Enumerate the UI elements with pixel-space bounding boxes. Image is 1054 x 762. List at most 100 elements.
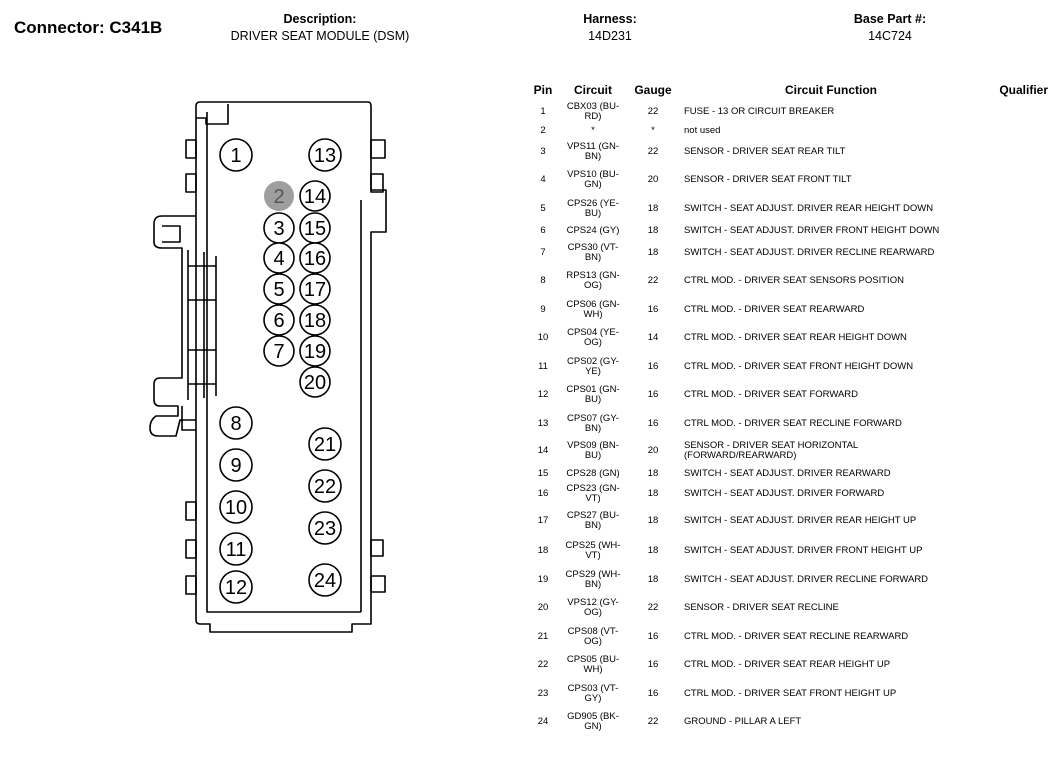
cell-circuit-function-line: SWITCH - SEAT ADJUST. DRIVER REAR HEIGHT… <box>684 202 934 214</box>
harness-block: Harness: 14D231 <box>555 12 665 43</box>
cell-circuit-line: CBX03 (BU- <box>566 101 620 112</box>
description-label: Description: <box>283 12 357 26</box>
cell-circuit-function-line: CTRL MOD. - DRIVER SEAT SENSORS POSITION <box>684 275 904 286</box>
cavity-5: 5 <box>263 273 295 305</box>
cell-gauge: 18 <box>647 488 659 499</box>
cell-circuit: CPS24 (GY) <box>558 222 628 239</box>
cell-qualifier <box>984 680 1048 707</box>
cell-circuit-line: CPS26 (YE- <box>567 197 619 209</box>
top-left-notch <box>196 104 229 125</box>
cell-circuit-line: CPS02 (GY- <box>567 355 619 367</box>
connector-title: Connector: C341B <box>14 18 163 37</box>
cell-circuit-line: CPS24 (GY) <box>566 224 620 236</box>
cell-gauge: 18 <box>647 545 659 556</box>
cell-circuit: GD905 (BK-GN) <box>558 707 628 737</box>
cell-circuit-function-line: (FORWARD/REARWARD) <box>684 450 797 461</box>
cell-circuit-function-line: CTRL MOD. - DRIVER SEAT REAR HEIGHT UP <box>684 659 891 670</box>
cavity-label: 4 <box>273 248 284 270</box>
description-block: Description: DRIVER SEAT MODULE (DSM) <box>215 12 425 43</box>
col-header-qualifier: Qualifier <box>999 83 1048 97</box>
cell-circuit-line: CPS23 (GN- <box>566 483 620 494</box>
cavity-label: 1 <box>230 145 241 167</box>
right-tab-lower1 <box>370 539 384 557</box>
cell-circuit-line: CPS30 (VT- <box>567 241 619 253</box>
cell-pin: 19 <box>537 573 549 585</box>
cell-circuit-line: CPS27 (BU- <box>566 510 620 521</box>
cavity-label: 23 <box>314 518 336 540</box>
cell-circuit: CPS07 (GY-BN) <box>558 410 628 437</box>
cavity-23: 23 <box>308 511 342 545</box>
cell-circuit-line: GY) <box>584 692 602 704</box>
cell-circuit: VPS12 (GY-OG) <box>558 593 628 623</box>
cavity-15: 15 <box>299 212 331 244</box>
cell-circuit-line: GN) <box>584 179 602 190</box>
base-part-block: Base Part #: 14C724 <box>830 12 950 43</box>
cell-circuit-function: GROUND - PILLAR A LEFT <box>678 707 984 737</box>
cavity-circle <box>299 242 331 274</box>
cell-qualifier <box>984 623 1048 650</box>
cell-pin: 12 <box>537 389 549 400</box>
cell-qualifier <box>984 380 1048 410</box>
cavity-circle <box>219 570 253 604</box>
cell-circuit-function: CTRL MOD. - DRIVER SEAT FORWARD <box>678 380 984 410</box>
cavity-label: 8 <box>230 413 241 435</box>
cell-circuit-function-line: CTRL MOD. - DRIVER SEAT REAR HEIGHT DOWN <box>684 332 907 343</box>
cell-qualifier <box>984 296 1048 323</box>
cell-gauge: 14 <box>647 332 659 343</box>
cavity-circle <box>219 532 253 566</box>
cell-circuit-function-line: CTRL MOD. - DRIVER SEAT FORWARD <box>684 389 859 400</box>
cavity-label: 21 <box>314 434 336 456</box>
cell-pin: 15 <box>537 467 549 479</box>
cell-circuit-function: CTRL MOD. - DRIVER SEAT RECLINE FORWARD <box>678 410 984 437</box>
table-row: 2**not used <box>528 124 1048 138</box>
cell-circuit: VPS09 (BN-BU) <box>558 437 628 465</box>
cell-circuit-function: SWITCH - SEAT ADJUST. DRIVER REAR HEIGHT… <box>678 506 984 536</box>
cell-gauge: 16 <box>647 659 659 670</box>
cell-circuit-function-line: SENSOR - DRIVER SEAT HORIZONTAL <box>684 440 859 451</box>
cell-circuit-function: CTRL MOD. - DRIVER SEAT RECLINE REARWARD <box>678 623 984 650</box>
cavity-circle <box>299 180 331 212</box>
cavity-label: 12 <box>225 577 247 599</box>
cell-circuit-function-line: SWITCH - SEAT ADJUST. DRIVER RECLINE FOR… <box>684 573 929 585</box>
cavity-13: 13 <box>308 138 342 172</box>
cavity-label: 18 <box>304 310 326 332</box>
cell-pin: 4 <box>540 174 546 185</box>
cell-qualifier <box>984 482 1048 506</box>
cell-circuit-line: CPS06 (GN- <box>566 298 620 310</box>
cavity-label: 10 <box>225 497 247 519</box>
cell-circuit: CPS27 (BU-BN) <box>558 506 628 536</box>
base-part-label: Base Part #: <box>853 12 927 26</box>
latch-frame <box>149 215 196 437</box>
cell-circuit-function: CTRL MOD. - DRIVER SEAT FRONT HEIGHT DOW… <box>678 353 984 380</box>
cell-circuit-function-line: SWITCH - SEAT ADJUST. DRIVER REAR HEIGHT… <box>684 515 917 526</box>
harness-label: Harness: <box>583 12 637 26</box>
col-header-circuit-function: Circuit Function <box>785 83 877 97</box>
cell-circuit-line: CPS28 (GN) <box>566 467 620 479</box>
cell-circuit-function: CTRL MOD. - DRIVER SEAT REARWARD <box>678 296 984 323</box>
cell-circuit-function-line: CTRL MOD. - DRIVER SEAT RECLINE REARWARD <box>684 630 909 642</box>
cell-circuit: CPS08 (VT-OG) <box>558 623 628 650</box>
cell-gauge: 22 <box>647 716 659 727</box>
cell-pin: 22 <box>537 659 549 670</box>
right-tab-lower2 <box>370 575 386 593</box>
cavity-6: 6 <box>263 304 295 336</box>
cell-circuit-line: VT) <box>585 493 601 504</box>
cell-pin: 16 <box>537 488 549 499</box>
cavity-14: 14 <box>299 180 331 212</box>
cavity-label: 7 <box>273 341 284 363</box>
cell-gauge: 16 <box>647 389 659 400</box>
cell-pin: 6 <box>540 224 546 236</box>
cell-qualifier <box>984 465 1048 482</box>
cell-circuit-function-line: SENSOR - DRIVER SEAT RECLINE <box>684 602 839 613</box>
cell-circuit-line: OG) <box>584 635 602 647</box>
cell-qualifier <box>984 353 1048 380</box>
left-tab-lower1 <box>185 501 197 521</box>
cell-circuit-line: CPS05 (BU- <box>566 654 620 665</box>
